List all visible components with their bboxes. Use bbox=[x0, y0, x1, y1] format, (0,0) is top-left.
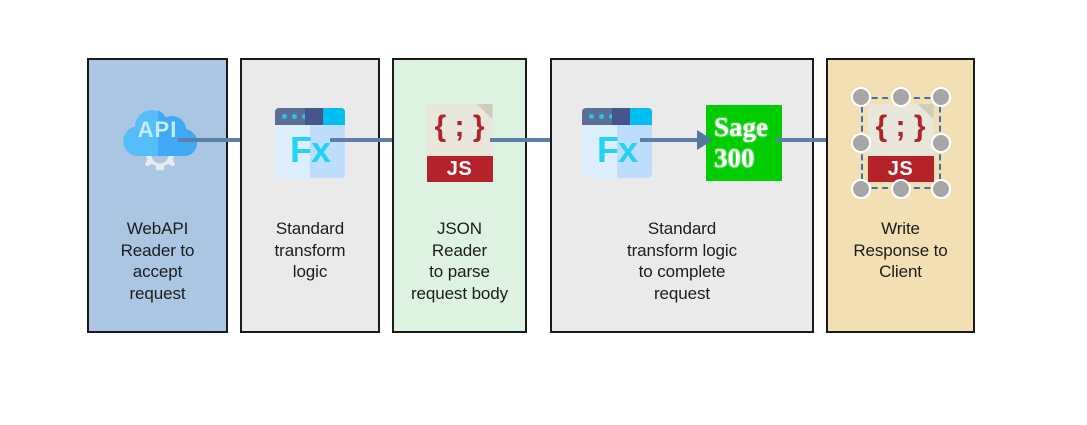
resize-handle-nw[interactable] bbox=[850, 87, 871, 107]
window-dots-icon bbox=[589, 114, 614, 119]
fx-label: Fx bbox=[289, 129, 331, 170]
resize-handle-w[interactable] bbox=[850, 133, 871, 153]
api-label: API bbox=[137, 117, 178, 142]
stage-icon-group: { ; } JS bbox=[828, 87, 973, 199]
js-band-label: JS bbox=[426, 156, 493, 182]
sage-line-2: 300 bbox=[714, 143, 755, 173]
stage-icon-group: Fx Sage 300 bbox=[552, 88, 812, 198]
stage-write-response[interactable]: { ; } JS Write Response to Client bbox=[826, 58, 975, 333]
stage-icon-group: { ; } JS bbox=[394, 88, 525, 198]
fx-body-left bbox=[275, 125, 310, 178]
json-document-icon: { ; } JS bbox=[426, 104, 493, 182]
stage-icon-group: API bbox=[89, 88, 226, 198]
fx-tab-cyan bbox=[630, 108, 652, 125]
fx-browser-icon: Fx bbox=[582, 108, 652, 178]
stage-label-standard-transform-logic-complete: Standard transform logic to complete req… bbox=[627, 219, 737, 303]
fx-body-right bbox=[310, 125, 345, 178]
stage-json-reader[interactable]: { ; } JS JSON Reader to parse request bo… bbox=[392, 58, 527, 333]
resize-handle-e[interactable] bbox=[930, 133, 951, 153]
json-document-icon: { ; } JS bbox=[867, 104, 934, 182]
stage-standard-transform-logic-complete[interactable]: Fx Sage 300 Standard transform logic to … bbox=[550, 58, 814, 333]
fx-browser-icon: Fx bbox=[275, 108, 345, 178]
fx-tab-cyan bbox=[323, 108, 345, 125]
json-braces-label: { ; } bbox=[434, 110, 485, 143]
stage-label-json-reader: JSON Reader to parse request body bbox=[410, 219, 509, 303]
json-braces-label: { ; } bbox=[875, 110, 926, 143]
resize-handle-se[interactable] bbox=[930, 179, 951, 199]
resize-handle-n[interactable] bbox=[890, 87, 911, 107]
resize-handle-ne[interactable] bbox=[930, 87, 951, 107]
resize-handle-s[interactable] bbox=[890, 179, 911, 199]
sage-line-1: Sage bbox=[714, 112, 768, 142]
stage-icon-group: Fx bbox=[242, 88, 378, 198]
selection-outline bbox=[860, 97, 941, 189]
fx-label: Fx bbox=[596, 129, 638, 170]
fx-tab-dark bbox=[612, 108, 630, 125]
connector-arrow-4 bbox=[640, 130, 713, 150]
stage-webapi-reader[interactable]: API WebAPI Reader to accept request bbox=[87, 58, 228, 333]
window-dots-icon bbox=[282, 114, 307, 119]
stage-label-write-response: Write Response to Client bbox=[853, 219, 948, 281]
js-band-label: JS bbox=[867, 156, 934, 182]
fx-tab-dark bbox=[305, 108, 323, 125]
stage-standard-transform-logic[interactable]: Fx Standard transform logic bbox=[240, 58, 380, 333]
fx-body-right bbox=[617, 125, 652, 178]
selected-json-icon-group[interactable]: { ; } JS bbox=[850, 87, 951, 199]
cloud-icon bbox=[122, 110, 197, 157]
fx-body-left bbox=[582, 125, 617, 178]
resize-handle-sw[interactable] bbox=[850, 179, 871, 199]
api-cloud-icon: API bbox=[119, 106, 197, 180]
sage-300-icon: Sage 300 bbox=[706, 105, 782, 181]
stage-label-webapi-reader: WebAPI Reader to accept request bbox=[120, 219, 195, 303]
stage-label-standard-transform-logic: Standard transform logic bbox=[274, 219, 346, 281]
